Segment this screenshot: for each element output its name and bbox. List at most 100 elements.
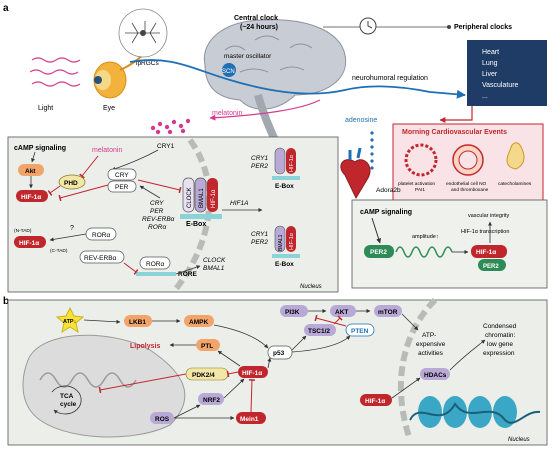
tca-cycle-arrow [51,385,82,415]
per-label: PER [115,184,129,191]
rore-label: RORE [178,271,197,278]
hif1a-gene-label: HIF1A [230,200,248,207]
atp-to-lkb1-arrow [83,319,121,324]
cry1-bottom-right: CRY1 [251,231,268,238]
hif1a-lower-label: HIF-1α [19,240,39,247]
organs-box [467,40,547,106]
hif1a-b-label: HIF-1α [242,370,262,377]
amplitude-label: amplitude↑ [412,234,439,240]
nrf2-label: NRF2 [203,397,220,404]
phd-node [58,174,86,190]
scn-badge: SCN [222,63,236,77]
condensed-4: expression [483,350,515,357]
hdacs-node [420,368,450,380]
bmal-bottom-right-label: BMAL1 [278,234,284,251]
ebox-bottom-dna [272,254,300,258]
panel-a-label: a [3,3,9,14]
bmal-top-right [274,147,286,175]
hdacs-label: HDACs [424,372,447,379]
iprgcs-label: ipRGCs [136,60,160,67]
hif-to-ptl-arrow [217,350,241,367]
panel-b-membrane [397,297,438,441]
melatonin-top-label: melatonin [212,110,242,117]
neurohumoral-wave [129,59,466,99]
hif-top-right [286,148,296,174]
melatonin-arrow [209,99,321,121]
vascular-integrity-label: vascular integrity [468,213,510,219]
tca-label-2: cycle [60,401,77,408]
morning-events-title: Morning Cardiovascular Events [402,129,507,136]
hif-transcription-label: HIF-1α transcription [461,229,509,235]
ampk-label: AMPK [189,319,208,326]
organ-vasculature: Vasculature [482,82,519,89]
mtor-node [374,305,402,317]
bmal1-label: BMAL1 [199,188,205,208]
rora2-node [139,256,171,270]
hif-to-p53-arrow [267,357,272,369]
hif-to-hdacs-arrow [391,377,421,399]
mein1-inhibit-hif [248,379,256,413]
lipolysis-label: Lipolysis [130,343,160,350]
ctad-label: (C-TAD) [50,248,68,254]
melatonin-left-label: melatonin [92,147,122,154]
ebox-top-dna [272,176,300,180]
atp-expensive-1: ATP- [422,332,436,339]
hif1a-node-left [16,190,48,202]
central-clock-period: (~24 hours) [240,24,278,31]
per2-top-right: PER2 [251,163,268,170]
atp-label: ATP↓ [63,319,77,325]
phd-inhibit [47,185,61,196]
cry1-top-right: CRY1 [251,155,268,162]
reverba-node [79,250,125,264]
scn-label: SCN [222,69,235,75]
organs-to-events-arrow [439,106,473,123]
mtor-to-activities-arrow [401,313,419,331]
condensed-3: low gene [487,341,513,348]
tca-label-1: TCA [60,393,74,400]
peripheral-clocks-label: Peripheral clocks [454,24,512,31]
peripheral-dot [447,25,451,29]
target-reverba: REV-ERBα [142,216,175,223]
pten-node [345,323,375,337]
iprgc-inset [118,8,168,58]
hif1a-vert-label: HIF-1α [211,189,217,208]
target-per: PER [150,208,164,215]
ebox-center-label: E-Box [186,221,206,228]
chromatin-illustration [409,396,541,428]
organ-heart: Heart [482,49,499,56]
akt-b-node [330,305,356,317]
p53-to-tsc-arrow [291,335,307,351]
reverba-label: REV-ERBα [84,255,117,262]
camp-left-title: cAMP signaling [14,145,66,152]
ebox-dna [180,214,222,219]
event-platelet-1: platelet activation [398,181,435,187]
amplitude-wave [395,246,453,258]
rora2-label: RORα [146,261,164,268]
atp-star [55,306,85,334]
hif-bottom-right-label: HIF-1α [289,232,295,250]
cry-inhibit-clock [137,179,182,194]
akt-label: Akt [25,168,36,175]
tsc-node [304,324,336,336]
panel-b-label: b [3,296,9,307]
hif-top-right-label: HIF-1α [289,154,295,172]
organ-more: ... [482,93,488,100]
p53-to-pten-arrow [291,335,351,353]
organ-lung: Lung [482,60,498,67]
ros-to-nrf2-arrow [173,404,201,419]
adrenal-icon [506,142,525,170]
condensed-2: chromatin: [485,332,516,339]
akt-b-label: AKT [335,309,348,316]
phd-label: PHD [64,180,78,187]
hif1a-nucleus-label: HIF-1α [365,398,385,405]
clock-label: CLOCK [187,187,193,208]
heart-icon [340,147,371,200]
hif1a-left-label: HIF-1α [21,194,41,201]
endothelial-icon [452,144,484,176]
lkb1-label: LKB1 [129,319,146,326]
mein1-node [236,412,266,424]
event-endothelial-2: and thromboxane [451,187,489,193]
ros-node [150,412,174,424]
rora-to-hif-arrow [49,233,87,242]
